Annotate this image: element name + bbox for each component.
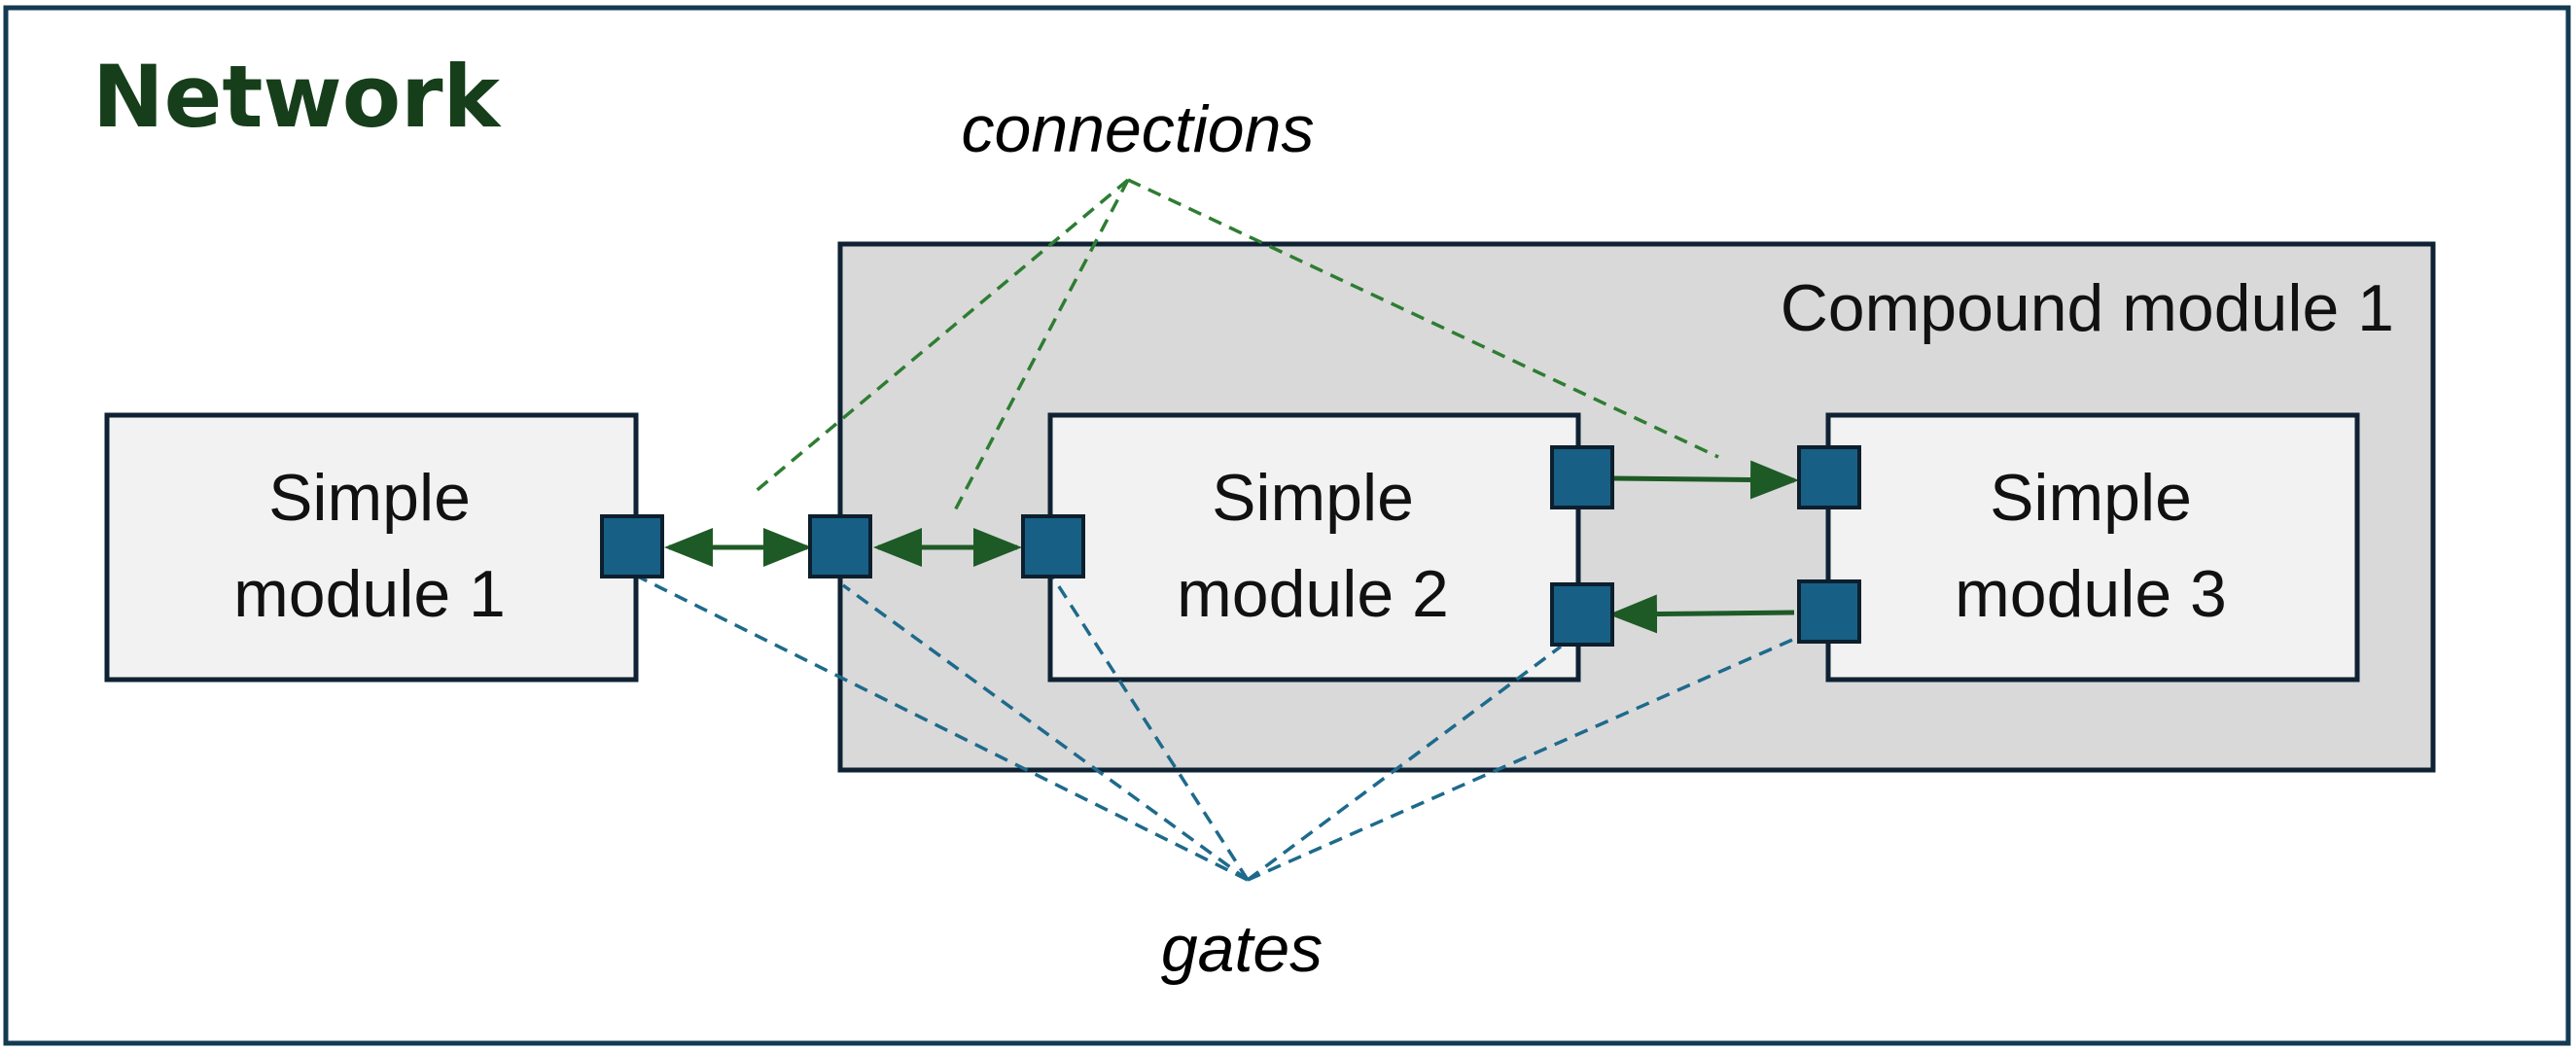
compound-module-label: Compound module 1	[1781, 271, 2394, 345]
gate-m2-in-bottom[interactable]	[1550, 582, 1614, 647]
gates-leader-lines	[631, 572, 1800, 882]
gate-m1-out[interactable]	[600, 514, 664, 578]
gates-leader-2	[841, 583, 1250, 882]
gates-leader-4	[1246, 645, 1563, 882]
gate-m2-out-top[interactable]	[1550, 445, 1614, 509]
connections-leader-lines	[752, 178, 1719, 511]
connections-leader-3	[1127, 178, 1719, 459]
connections-leader-1	[752, 178, 1130, 495]
simple-module-2-line2: module 2	[1177, 557, 1449, 631]
simple-module-1-line1: Simple	[268, 461, 471, 535]
simple-module-3-line2: module 3	[1955, 557, 2227, 631]
simple-module-3[interactable]	[1825, 412, 2360, 683]
gates-leader-1	[631, 572, 1249, 882]
gate-compound-in[interactable]	[808, 514, 872, 578]
gate-m3-out-bottom[interactable]	[1797, 579, 1861, 644]
gates-leader-5	[1247, 635, 1800, 882]
gates-leader-3	[1051, 577, 1250, 881]
connection-m2-to-m3[interactable]	[1612, 460, 1799, 500]
network-title: Network	[92, 47, 503, 147]
simple-module-2[interactable]	[1047, 412, 1581, 683]
gate-m2-in[interactable]	[1021, 514, 1085, 578]
simple-module-1[interactable]	[104, 412, 639, 683]
connection-m3-to-m2[interactable]	[1608, 594, 1795, 634]
simple-module-3-line1: Simple	[1990, 461, 2192, 535]
connection-lines	[664, 460, 1799, 634]
connections-leader-2	[953, 179, 1130, 511]
connections-label: connections	[962, 92, 1315, 166]
simple-module-1-line2: module 1	[233, 557, 506, 631]
gates-label: gates	[1161, 912, 1323, 986]
simple-module-2-line1: Simple	[1212, 461, 1414, 535]
gates	[600, 445, 1861, 647]
gate-m3-in-top[interactable]	[1797, 445, 1861, 509]
